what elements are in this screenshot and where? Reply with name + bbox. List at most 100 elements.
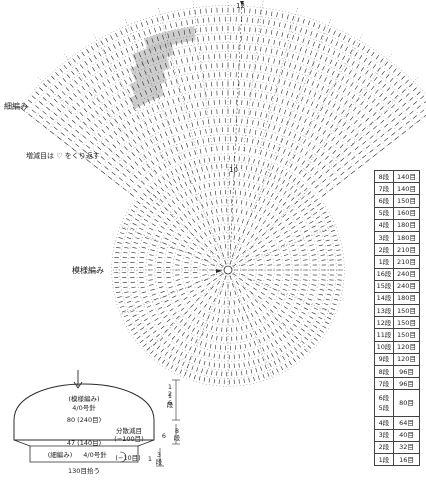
fan-chain-row-16 — [19, 5, 426, 108]
round-spoke — [230, 275, 273, 378]
schematic-pattern-title: (模様編み) — [68, 395, 100, 403]
chain-ring-6 — [172, 214, 284, 326]
round-spoke — [183, 162, 226, 265]
count-cell: 210目 — [393, 255, 420, 269]
count-cell: 140目 — [393, 169, 420, 184]
round-cell: 3段 — [374, 230, 394, 245]
round-cell: 13段 — [374, 304, 394, 318]
count-cell: 240目 — [393, 279, 420, 293]
schematic-arrow-icon — [73, 370, 83, 389]
round-spoke — [232, 187, 311, 266]
fan-column — [36, 76, 144, 185]
schematic-brim-shape — [29, 445, 139, 463]
fan-chain-row-2 — [120, 134, 336, 187]
count-cell: 16目 — [393, 452, 420, 467]
fan-chart-columns — [13, 0, 426, 261]
count-cell: 80目 — [393, 389, 420, 418]
pattern-stitch-label: 模様編み — [72, 266, 104, 275]
repeat-highlight-band — [132, 41, 175, 68]
schematic-side-rows-12: 12 — [167, 383, 173, 398]
schematic-band-count: 47 (140目) — [66, 439, 102, 447]
round-ring-1 — [217, 260, 239, 280]
fan-chain-row-3 — [113, 124, 343, 181]
fan-column — [93, 33, 169, 166]
center-guide-line — [229, 3, 243, 261]
round-spoke — [233, 225, 336, 268]
chain-ring-13 — [111, 153, 345, 387]
round-cell: 8段 — [374, 364, 394, 379]
chart-center-mark — [216, 1, 244, 275]
chain-ring-10 — [136, 178, 320, 362]
fan-column — [63, 53, 156, 175]
schematic-edge-right — [137, 439, 155, 447]
fan-column — [124, 18, 183, 160]
round-spoke — [120, 272, 223, 315]
schematic-side-1: 1 — [147, 455, 153, 463]
fan-column — [300, 53, 393, 175]
fan-row-4 — [108, 117, 348, 180]
fan-row-5 — [100, 108, 356, 174]
round-spoke — [145, 187, 224, 266]
fan-row-2 — [122, 136, 334, 191]
round-cell: 11段 — [374, 328, 394, 342]
fan-row-3 — [115, 127, 341, 186]
fan-chain-row-12 — [48, 42, 408, 130]
top-arrow-icon — [240, 1, 244, 6]
chain-ring-9 — [145, 187, 311, 353]
count-cell: 140目 — [393, 182, 420, 196]
repeat-highlight-band — [129, 70, 167, 96]
count-cell: 120目 — [393, 352, 420, 367]
repeat-highlight-band — [129, 54, 171, 82]
count-cell: 240目 — [393, 267, 420, 281]
fan-chain-row-7 — [84, 88, 372, 159]
round-cell: 6段 — [374, 194, 394, 208]
fan-chain-row-1 — [128, 143, 328, 193]
count-cell: 96目 — [393, 377, 420, 391]
decrease-bracket — [119, 451, 127, 463]
round-spoke — [145, 274, 224, 353]
round-cell: 14段 — [374, 291, 394, 306]
round-cell: 7段 — [374, 377, 394, 391]
hat-schematic — [13, 370, 180, 467]
chain-ring-2 — [207, 249, 249, 291]
schematic-side-6: 6 — [161, 432, 167, 440]
schematic-edge-left — [13, 439, 31, 447]
fan-row-13 — [42, 35, 414, 129]
chain-ring-11 — [127, 169, 329, 371]
round-cell: 10段 — [374, 340, 394, 354]
round-spoke — [232, 274, 311, 353]
schematic-decrease-label: 分散減目 — [116, 427, 142, 435]
fan-column — [158, 7, 198, 155]
count-cell: 64目 — [393, 416, 420, 430]
round-cell: 2段 — [374, 440, 394, 454]
fan-column — [192, 0, 213, 152]
round-ring-12 — [121, 163, 335, 377]
magic-ring — [223, 265, 233, 275]
count-cell: 96目 — [393, 364, 420, 379]
count-cell: 120目 — [393, 340, 420, 354]
round-cell: 15段 — [374, 279, 394, 293]
schematic-side-3: 3段 — [155, 451, 163, 466]
fan-column — [13, 102, 134, 197]
repeat-highlight-band — [129, 83, 165, 109]
fan-row-15 — [28, 16, 426, 118]
round-number-10: 10 — [229, 166, 238, 174]
